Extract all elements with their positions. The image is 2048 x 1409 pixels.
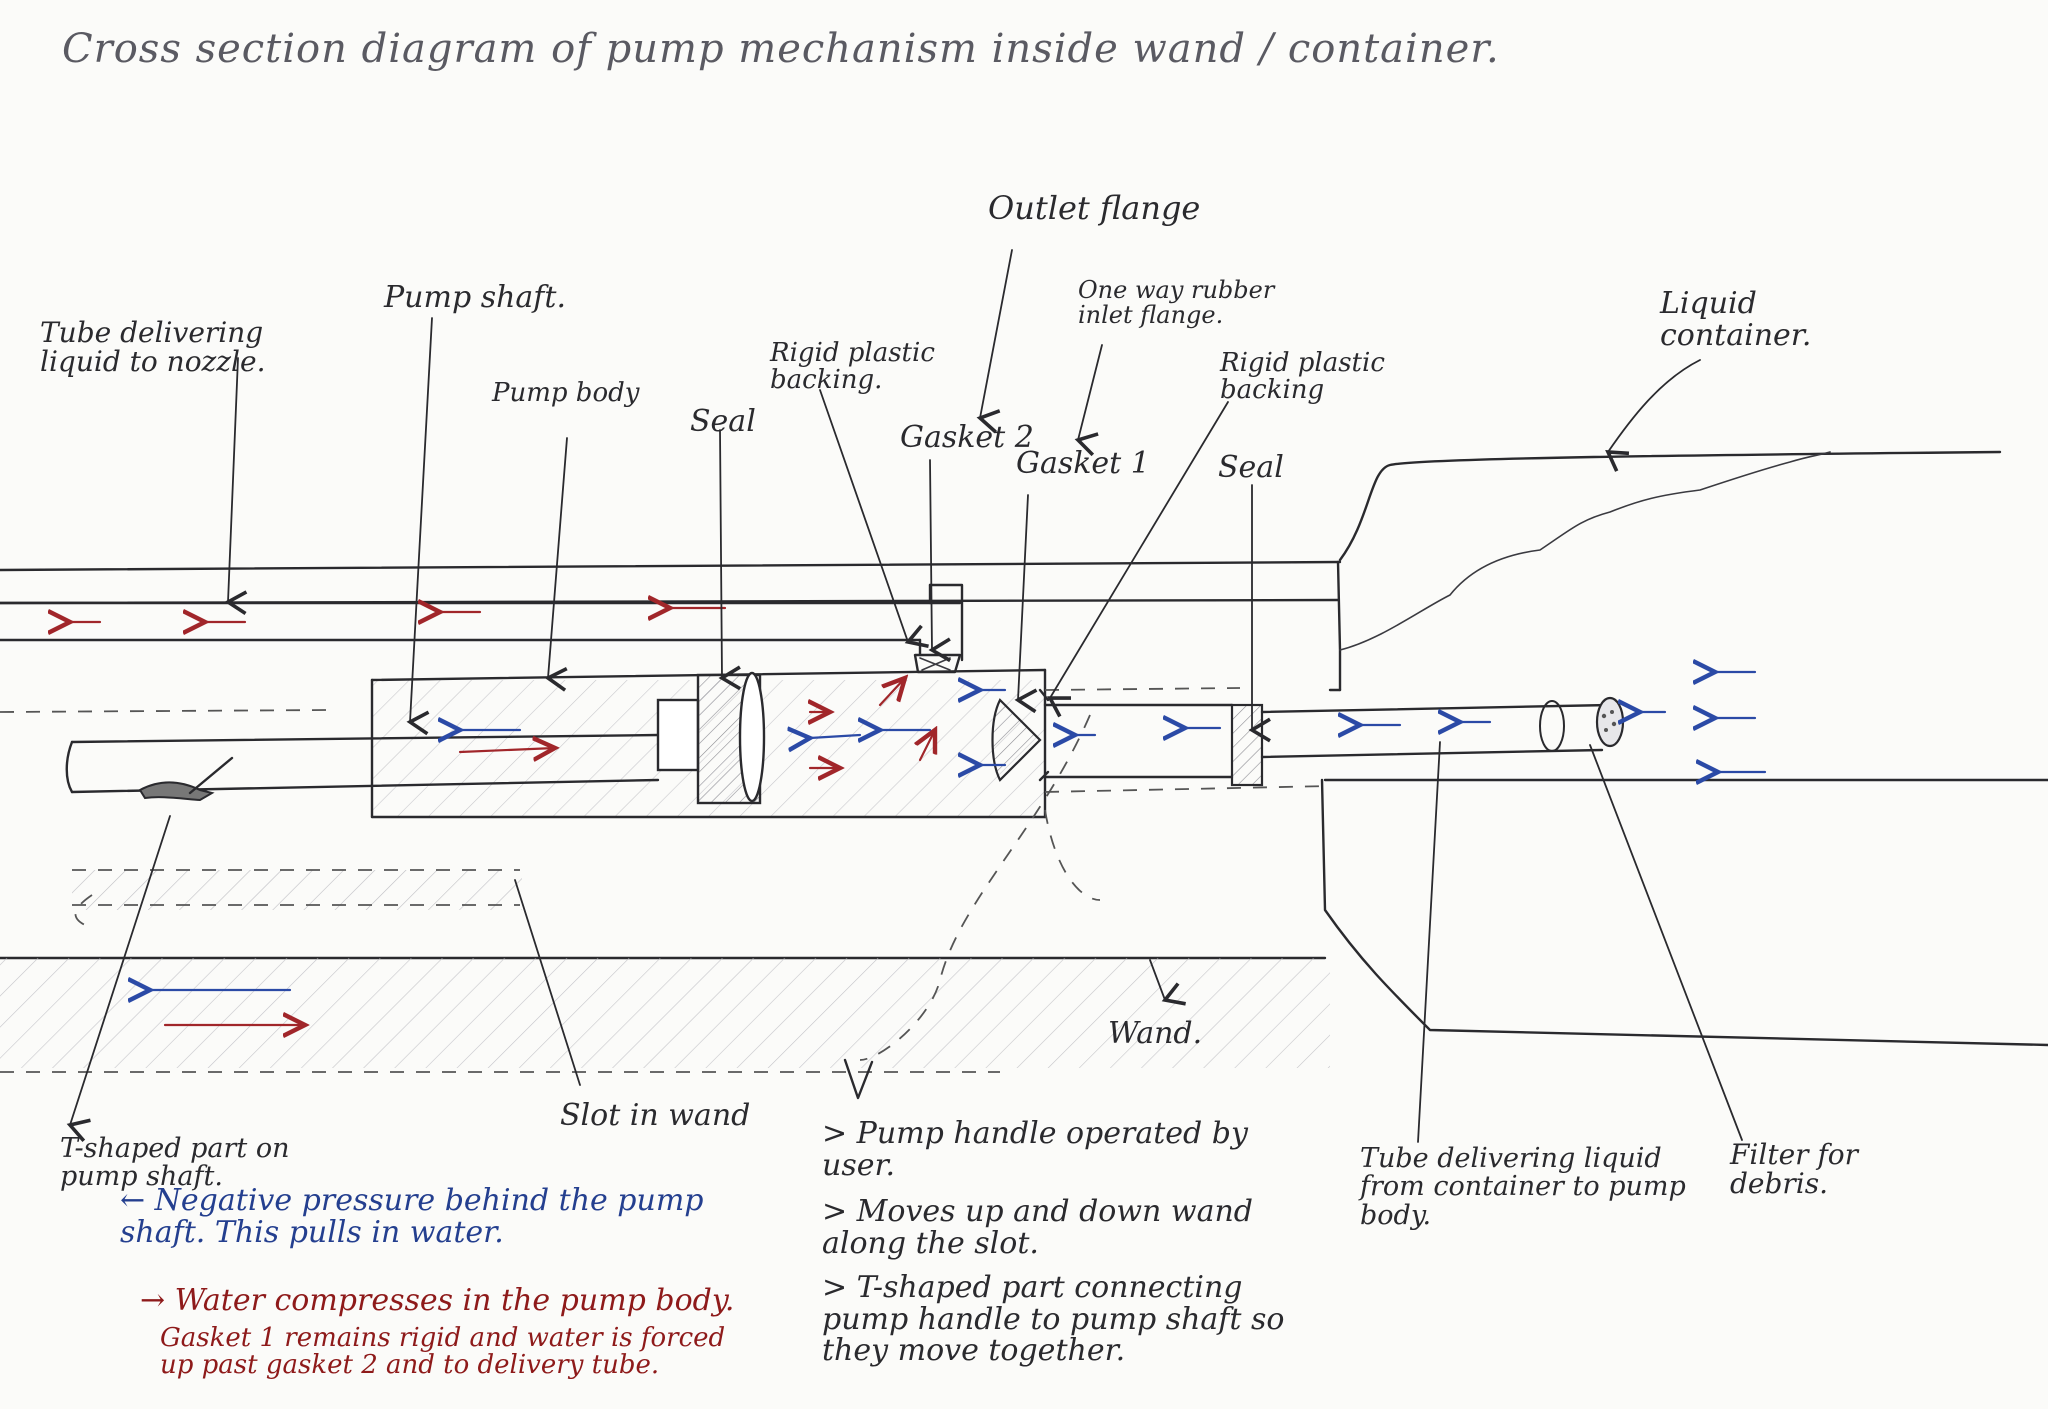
label-outlet-flange: Outlet flange	[988, 189, 1201, 227]
label-gasket-1: Gasket 1	[1016, 446, 1150, 481]
wand-slot	[0, 709, 522, 929]
gasket-1	[991, 688, 1050, 782]
t-shaped-part	[138, 756, 234, 802]
note-negative-pressure: ← Negative pressure behind the pump shaf…	[120, 1183, 704, 1250]
label-rigid-backing-left: Rigid plastic backing.	[770, 338, 935, 396]
note-gasket-behaviour: Gasket 1 remains rigid and water is forc…	[160, 1323, 726, 1381]
liquid-container	[1323, 450, 2048, 782]
wand-body	[0, 560, 2048, 1073]
label-tube-from-container: Tube delivering liquid from container to…	[1360, 1143, 1686, 1231]
flow-arrows	[70, 608, 1767, 1025]
label-rigid-backing-right: Rigid plastic backing	[1220, 348, 1385, 406]
label-liquid-container: Liquid container.	[1660, 286, 1812, 353]
label-filter: Filter for debris.	[1730, 1138, 1859, 1201]
label-pump-body: Pump body	[492, 378, 640, 408]
gasket-2	[913, 653, 962, 674]
note-t-shaped-connect: > T-shaped part connecting pump handle t…	[822, 1270, 1285, 1368]
pump-body	[370, 668, 1331, 819]
label-seal-right: Seal	[1218, 450, 1284, 485]
note-handle-operated: > Pump handle operated by user.	[822, 1116, 1248, 1183]
delivery-tube	[0, 583, 964, 662]
handle-dashed-path	[843, 714, 1101, 1100]
label-gasket-2: Gasket 2	[900, 420, 1034, 455]
note-handle-moves: > Moves up and down wand along the slot.	[822, 1194, 1253, 1261]
inlet-tube	[1230, 700, 1612, 787]
label-seal-left: Seal	[690, 404, 756, 439]
leader-lines	[66, 249, 1743, 1143]
label-tube-to-nozzle: Tube delivering liquid to nozzle.	[40, 316, 266, 379]
note-compression: → Water compresses in the pump body.	[140, 1283, 735, 1318]
label-wand: Wand.	[1108, 1016, 1203, 1051]
diagram-title: Cross section diagram of pump mechanism …	[62, 26, 1500, 72]
label-t-shaped-part: T-shaped part on pump shaft.	[60, 1133, 290, 1193]
label-slot-in-wand: Slot in wand	[560, 1098, 751, 1133]
label-pump-shaft: Pump shaft.	[384, 280, 566, 315]
filter	[1595, 696, 1625, 748]
label-one-way-flange: One way rubber inlet flange.	[1078, 276, 1275, 330]
